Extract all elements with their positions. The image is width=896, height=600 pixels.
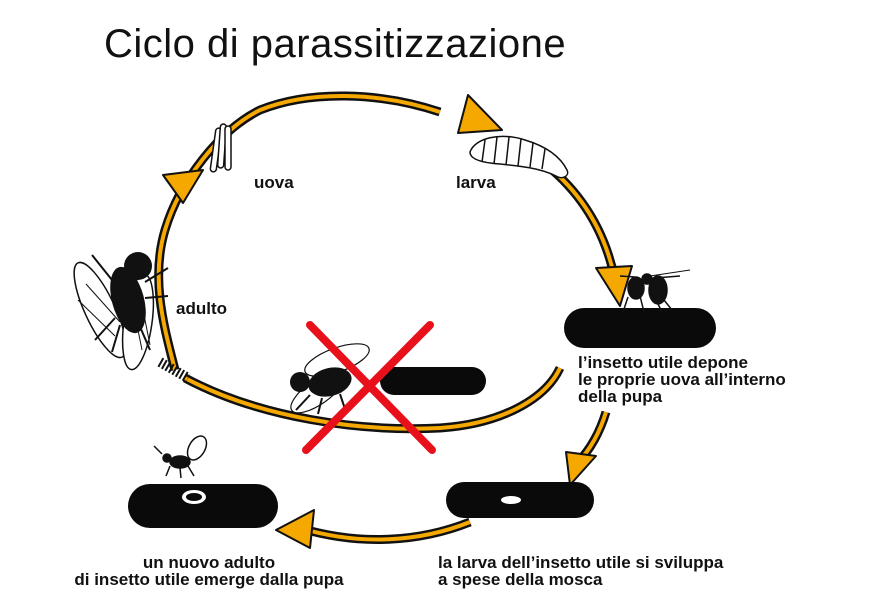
caption-development-line: a spese della mosca — [438, 570, 603, 589]
caption-oviposition-line: della pupa — [578, 387, 663, 406]
pupa-emerged-icon — [128, 484, 278, 528]
fly-adult-icon — [73, 252, 169, 371]
diagram-title: Ciclo di parassitizzazione — [104, 22, 567, 66]
label-adult: adulto — [176, 299, 227, 318]
arrowhead-to-developing-pupa — [565, 451, 597, 486]
caption-emergence: un nuovo adulto di insetto utile emerge … — [14, 554, 404, 588]
pupa-oviposition-icon — [564, 308, 716, 348]
pupa-developing-icon — [446, 482, 594, 518]
label-larva: larva — [456, 173, 496, 192]
arrowhead-to-larva — [457, 94, 503, 134]
arrowhead-to-eggs — [162, 169, 204, 204]
red-cross-icon — [302, 321, 436, 454]
egg-cluster-icon — [209, 123, 232, 173]
label-eggs: uova — [254, 173, 294, 192]
fly-emerging-icon — [290, 343, 486, 415]
arrowheads — [162, 94, 633, 549]
emerged-wasp-icon — [153, 435, 208, 479]
larva-icon — [469, 135, 569, 179]
caption-oviposition: l’insetto utile depone le proprie uova a… — [578, 354, 786, 405]
caption-development: la larva dell’insetto utile si sviluppa … — [438, 554, 723, 588]
caption-oviposition-line: l’insetto utile depone — [578, 353, 749, 372]
parasitoid-wasp-icon — [619, 269, 691, 313]
caption-development-line: la larva dell’insetto utile si sviluppa — [438, 553, 724, 572]
caption-emergence-line: di insetto utile emerge dalla pupa — [74, 570, 344, 589]
caption-oviposition-line: le proprie uova all’interno — [578, 370, 786, 389]
arrowhead-to-emergence — [275, 509, 315, 549]
caption-emergence-line: un nuovo adulto — [142, 553, 276, 572]
